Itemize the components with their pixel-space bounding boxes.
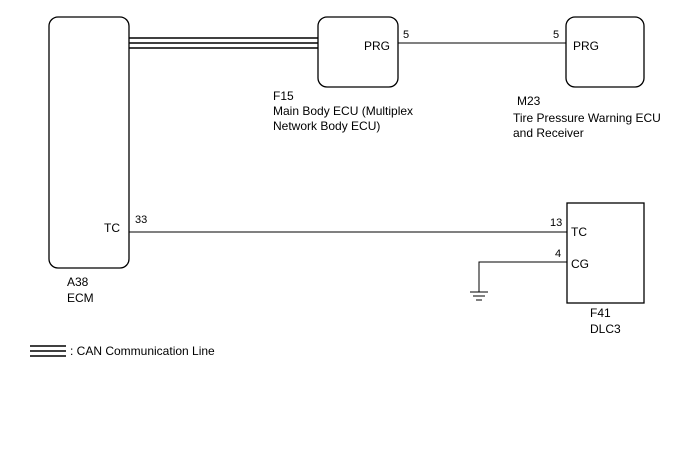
tpms-ecu-name-line1: Tire Pressure Warning ECU (513, 111, 661, 125)
tpms-ecu-box (565, 16, 645, 88)
can-line-legend-icon (30, 345, 66, 357)
ground-wire (478, 261, 567, 292)
main-body-ecu-name-line1: Main Body ECU (Multiplex (273, 104, 413, 118)
dlc3-pin-tc-label: TC (571, 225, 587, 239)
dlc3-pin-cg-number: 4 (555, 248, 561, 260)
ecm-pin-tc-label: TC (104, 221, 120, 235)
dlc3-box (566, 202, 645, 304)
main-body-ecu-component: PRG 5 F15 Main Body ECU (Multiplex Netwo… (273, 16, 413, 133)
dlc3-name: DLC3 (590, 322, 621, 336)
dlc3-component: TC 13 CG 4 F41 DLC3 (550, 202, 645, 336)
ground-icon (470, 291, 488, 301)
main-body-ecu-code: F15 (273, 89, 294, 103)
can-bus-line (129, 37, 318, 49)
tpms-ecu-name-line2: and Receiver (513, 126, 584, 140)
dlc3-pin-cg-label: CG (571, 257, 589, 271)
main-body-ecu-pin-number: 5 (403, 29, 409, 41)
can-line-legend-label: : CAN Communication Line (70, 344, 215, 358)
ecm-pin-tc-number: 33 (135, 214, 147, 226)
tpms-ecu-component: PRG 5 M23 Tire Pressure Warning ECU and … (513, 16, 661, 140)
ecm-box (48, 16, 130, 269)
tpms-ecu-pin-label: PRG (573, 39, 599, 53)
tpms-ecu-pin-number: 5 (553, 29, 559, 41)
dlc3-code: F41 (590, 306, 611, 320)
main-body-ecu-name-line2: Network Body ECU) (273, 119, 380, 133)
dlc3-pin-tc-number: 13 (550, 217, 562, 229)
ecm-component: TC 33 A38 ECM (48, 16, 147, 305)
legend: : CAN Communication Line (30, 344, 215, 358)
main-body-ecu-box (317, 16, 399, 88)
tpms-ecu-code: M23 (517, 94, 541, 108)
ecm-code: A38 (67, 275, 89, 289)
ecm-name: ECM (67, 291, 94, 305)
main-body-ecu-pin-label: PRG (364, 39, 390, 53)
